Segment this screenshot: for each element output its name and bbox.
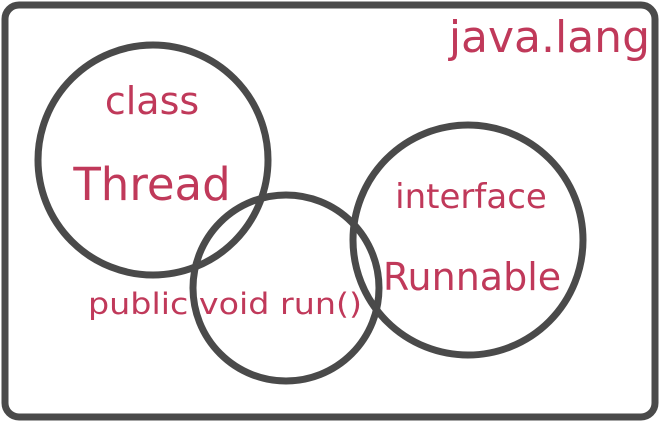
thread-class-circle <box>34 41 272 279</box>
package-label: java.lang <box>448 12 650 63</box>
runnable-interface-circle <box>349 121 587 359</box>
thread-name-label: Thread <box>72 158 230 211</box>
run-method-label: public void run() <box>88 287 362 321</box>
run-method-circle <box>189 191 383 385</box>
runnable-kind-label: interface <box>395 177 547 217</box>
runnable-name-label: Runnable <box>383 255 561 299</box>
thread-kind-label: class <box>105 79 199 123</box>
